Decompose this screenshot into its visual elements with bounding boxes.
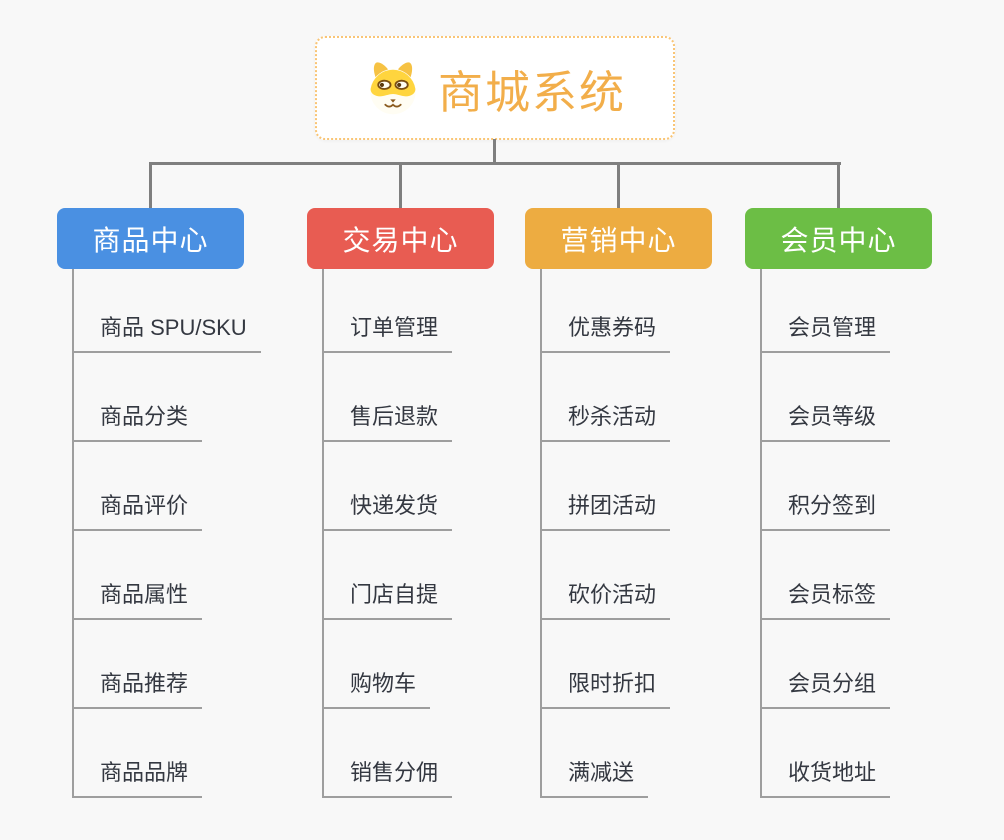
leaf-node[interactable]: 商品品牌 [72, 755, 203, 798]
branch-column-products: 商品中心 商品 SPU/SKU 商品分类 商品评价 商品属性 商品推荐 商品品牌 [57, 208, 297, 798]
dog-face-icon [364, 59, 422, 117]
leaf-node[interactable]: 购物车 [322, 666, 431, 709]
connector-drop-marketing [617, 162, 620, 210]
leaf-node[interactable]: 积分签到 [760, 488, 891, 531]
leaf-node[interactable]: 快递发货 [322, 488, 453, 531]
branch-column-marketing: 营销中心 优惠券码 秒杀活动 拼团活动 砍价活动 限时折扣 满减送 [525, 208, 765, 798]
leaf-node[interactable]: 售后退款 [322, 399, 453, 442]
connector-drop-trade [399, 162, 402, 210]
leaf-node[interactable]: 收货地址 [760, 755, 891, 798]
branch-node-trade[interactable]: 交易中心 [307, 208, 494, 269]
leaf-node[interactable]: 限时折扣 [540, 666, 671, 709]
leaf-node[interactable]: 拼团活动 [540, 488, 671, 531]
leaf-node[interactable]: 门店自提 [322, 577, 453, 620]
leaf-node[interactable]: 商品 SPU/SKU [72, 310, 261, 353]
root-title: 商城系统 [437, 66, 626, 118]
branch-node-products[interactable]: 商品中心 [57, 208, 244, 269]
leaf-node[interactable]: 商品评价 [72, 488, 203, 531]
leaf-node[interactable]: 会员分组 [760, 666, 891, 709]
branch-column-members: 会员中心 会员管理 会员等级 积分签到 会员标签 会员分组 收货地址 [745, 208, 985, 798]
leaf-list-trade: 订单管理 售后退款 快递发货 门店自提 购物车 销售分佣 [322, 269, 547, 798]
branch-node-marketing[interactable]: 营销中心 [525, 208, 712, 269]
connector-horizontal-bar [149, 162, 841, 165]
branch-column-trade: 交易中心 订单管理 售后退款 快递发货 门店自提 购物车 销售分佣 [307, 208, 547, 798]
leaf-list-marketing: 优惠券码 秒杀活动 拼团活动 砍价活动 限时折扣 满减送 [540, 269, 765, 798]
leaf-node[interactable]: 会员标签 [760, 577, 891, 620]
leaf-node[interactable]: 商品属性 [72, 577, 203, 620]
connector-drop-products [149, 162, 152, 210]
leaf-node[interactable]: 商品推荐 [72, 666, 203, 709]
leaf-node[interactable]: 优惠券码 [540, 310, 671, 353]
leaf-node[interactable]: 商品分类 [72, 399, 203, 442]
branch-node-members[interactable]: 会员中心 [745, 208, 932, 269]
leaf-list-products: 商品 SPU/SKU 商品分类 商品评价 商品属性 商品推荐 商品品牌 [72, 269, 297, 798]
leaf-list-members: 会员管理 会员等级 积分签到 会员标签 会员分组 收货地址 [760, 269, 985, 798]
leaf-node[interactable]: 秒杀活动 [540, 399, 671, 442]
leaf-node[interactable]: 会员等级 [760, 399, 891, 442]
root-node-mall-system[interactable]: 商城系统 [315, 36, 675, 140]
connector-root-stub [493, 139, 496, 163]
leaf-node[interactable]: 满减送 [540, 755, 649, 798]
leaf-node[interactable]: 订单管理 [322, 310, 453, 353]
connector-drop-members [837, 162, 840, 210]
leaf-node[interactable]: 销售分佣 [322, 755, 453, 798]
leaf-node[interactable]: 会员管理 [760, 310, 891, 353]
leaf-node[interactable]: 砍价活动 [540, 577, 671, 620]
